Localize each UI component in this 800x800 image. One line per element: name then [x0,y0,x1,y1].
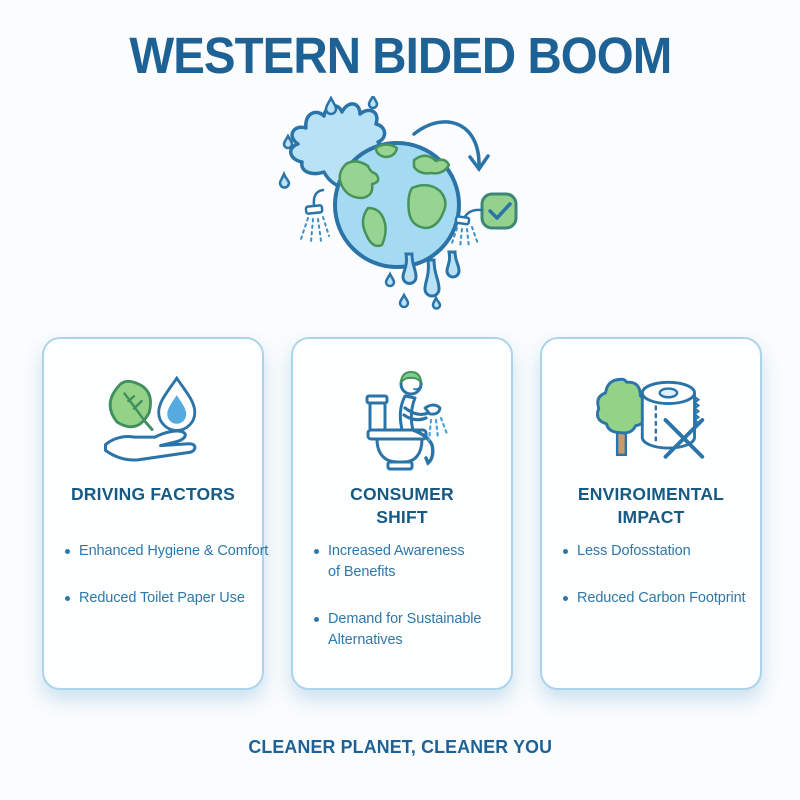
card-title: DRIVING FACTORS [55,483,251,531]
card-title-line: CONSUMER [350,484,454,504]
cards-row: DRIVING FACTORS Enhanced Hygiene & Comfo… [42,337,762,690]
card-title-line: ENVIROIMENTAL [577,484,725,504]
card-bullet-list: Less Dofosstation Reduced Carbon Footpri… [553,541,749,609]
card-title-line: IMPACT [617,507,685,527]
curved-arrow-icon [412,120,490,172]
footer-tagline: CLEANER PLANET, CLEANER YOU [0,736,800,758]
page-title-text: WESTERN BIDED BOOM [129,27,672,84]
leaf-icon [108,379,154,431]
green-checkmark-badge-icon [480,192,518,230]
bullet-line: Less Dofosstation [577,543,691,559]
bidet-sprayer-right-icon [450,208,484,249]
bullet-line: Enhanced Hygiene & Comfort [79,543,269,559]
card-bullet-list: Increased Awareness of Benefits Demand f… [304,541,500,651]
earth-globe-icon [333,141,461,269]
bullet-item: Enhanced Hygiene & Comfort [63,541,269,562]
earth-bidet-illustration-icon [278,93,518,310]
open-hand-icon [103,429,197,462]
tree-icon [595,377,648,457]
bullet-line: Reduced Carbon Footprint [577,590,746,606]
card-bullet-list: Enhanced Hygiene & Comfort Reduced Toile… [55,541,269,609]
card-consumer-shift: CONSUMER SHIFT Increased Awareness of Be… [291,337,513,690]
bullet-item: Reduced Toilet Paper Use [63,588,251,609]
bidet-sprayer-left-icon [300,188,330,243]
card-title-line: DRIVING FACTORS [70,484,236,504]
bullet-line: Reduced Toilet Paper Use [79,590,245,606]
toilet-icon [365,394,428,471]
person-icon [398,371,435,466]
card-title: CONSUMER SHIFT [304,483,500,531]
page-title: WESTERN BIDED BOOM [0,26,800,85]
bullet-item: Demand for Sustainable Alternatives [312,609,500,651]
bullet-line: Alternatives [328,632,403,648]
water-drips-icon [384,250,461,310]
bullet-line: Increased Awareness [328,543,465,559]
footer-tagline-text: CLEANER PLANET, CLEANER YOU [248,736,552,757]
card-driving-factors: DRIVING FACTORS Enhanced Hygiene & Comfo… [42,337,269,690]
card-icon-box [553,365,749,475]
toilet-paper-roll-icon [640,380,701,450]
person-using-bidet-toilet-icon [365,371,449,471]
bullet-item: Increased Awareness of Benefits [312,541,500,583]
bullet-line: Demand for Sustainable [328,611,482,627]
bullet-item: Less Dofosstation [561,541,749,562]
card-icon-box [304,365,500,475]
card-title-line: SHIFT [376,507,428,527]
card-environmental-impact: ENVIROIMENTAL IMPACT Less Dofosstation R… [540,337,762,690]
waterdrop-icon [157,375,197,432]
hand-holding-leaf-and-waterdrop-icon [103,375,197,462]
card-title: ENVIROIMENTAL IMPACT [553,483,749,531]
bullet-line: of Benefits [328,564,396,580]
card-icon-box [55,365,251,475]
hero-illustration [276,93,536,312]
cross-out-x-icon [663,418,705,459]
handheld-sprayer-icon [423,403,449,442]
tree-and-crossed-toilet-paper-icon [595,377,705,459]
bullet-item: Reduced Carbon Footprint [561,588,749,609]
